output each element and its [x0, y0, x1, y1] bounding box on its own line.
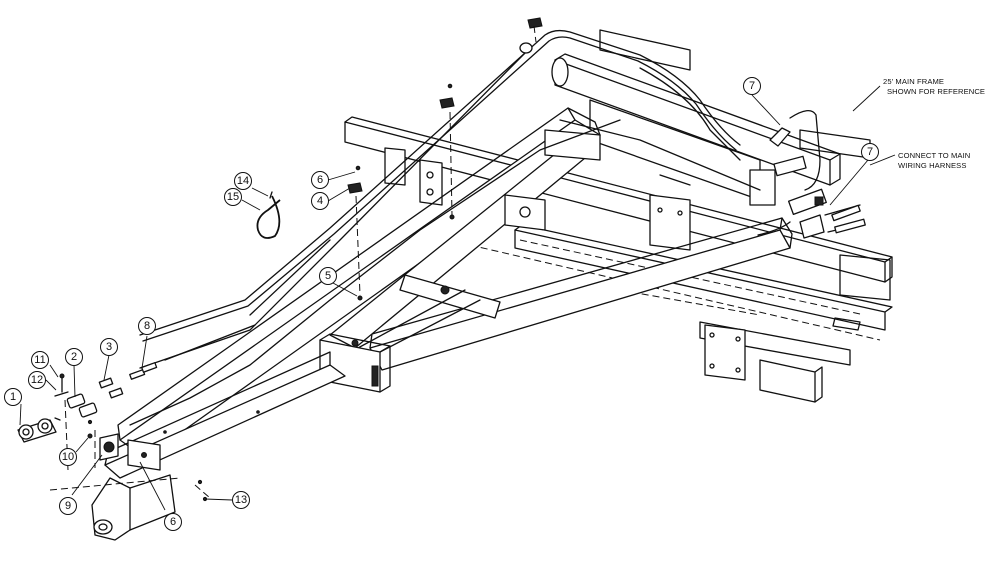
callout-4: 4: [311, 192, 329, 210]
hydraulic-hoses: [129, 29, 761, 426]
note-wiring-harness: CONNECT TO MAIN WIRING HARNESS: [898, 151, 970, 170]
svg-text:1: 1: [10, 391, 16, 403]
svg-text:8: 8: [144, 320, 150, 332]
main-frame-reference: [344, 29, 893, 403]
svg-text:7: 7: [749, 80, 755, 92]
callout-14: 14: [234, 172, 252, 190]
callout-6-upper: 6: [311, 171, 329, 189]
svg-text:2: 2: [71, 351, 77, 363]
coupler-holder: [17, 417, 61, 443]
svg-text:11: 11: [34, 354, 45, 366]
svg-text:7: 7: [867, 146, 873, 158]
svg-text:4: 4: [317, 195, 323, 207]
callout-1: 1: [4, 388, 22, 406]
callout-2: 2: [65, 348, 83, 366]
hose-clamps: [256, 17, 543, 301]
lynch-pin: [256, 191, 281, 239]
svg-text:6: 6: [170, 516, 176, 528]
note-main-frame: 25' MAIN FRAME SHOWN FOR REFERENCE: [883, 77, 985, 96]
svg-text:6: 6: [317, 174, 323, 186]
callout-9: 9: [59, 497, 77, 515]
svg-text:3: 3: [106, 341, 112, 353]
svg-text:15: 15: [227, 191, 239, 203]
callout-11: 11: [31, 351, 49, 369]
callout-13: 13: [232, 491, 250, 509]
svg-text:14: 14: [237, 175, 249, 187]
note-frame-line1: 25' MAIN FRAME: [883, 77, 944, 86]
leader-lines: [19, 85, 896, 511]
callout-6-lower: 6: [164, 513, 182, 531]
svg-text:12: 12: [31, 374, 43, 386]
callout-12: 12: [28, 371, 46, 389]
callout-7-lower: 7: [861, 143, 879, 161]
note-harness-line1: CONNECT TO MAIN: [898, 151, 970, 160]
svg-text:13: 13: [235, 494, 247, 506]
note-frame-line2: SHOWN FOR REFERENCE: [887, 87, 985, 96]
callout-5: 5: [319, 267, 337, 285]
svg-text:5: 5: [325, 270, 331, 282]
callout-10: 10: [59, 448, 77, 466]
callout-3: 3: [100, 338, 118, 356]
note-harness-line2: WIRING HARNESS: [898, 161, 966, 170]
callout-15: 15: [224, 188, 242, 206]
callout-7-upper: 7: [743, 77, 761, 95]
right-fittings: [757, 110, 866, 239]
callout-8: 8: [138, 317, 156, 335]
front-hardware: [17, 362, 211, 502]
svg-text:10: 10: [62, 451, 74, 463]
svg-text:9: 9: [65, 500, 71, 512]
